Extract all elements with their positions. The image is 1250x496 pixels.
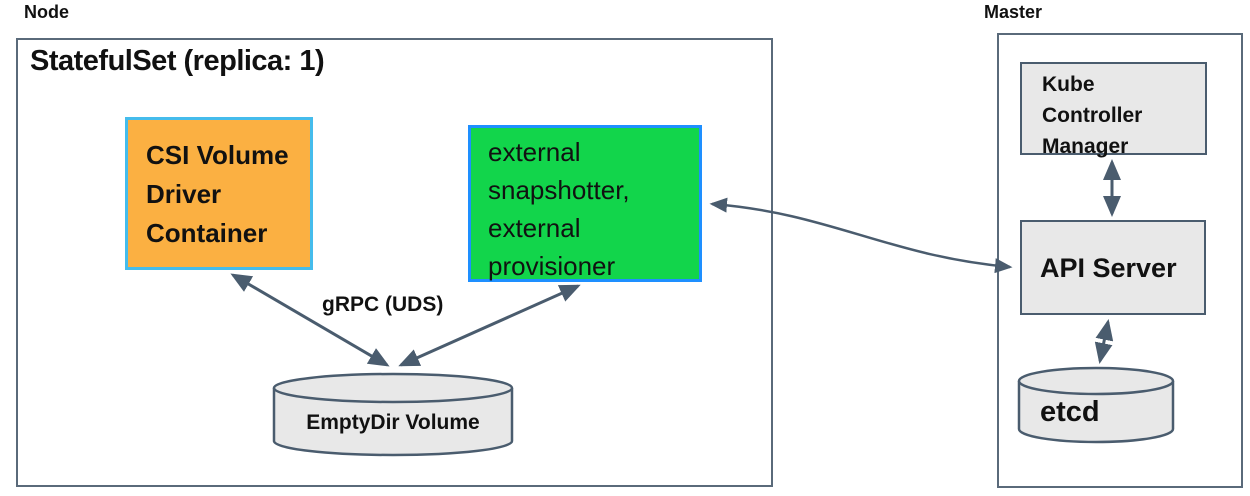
csi-driver-box: CSI Volume Driver Container	[125, 117, 313, 270]
api-server-label: API Server	[1040, 253, 1177, 283]
sidecar-label-line: snapshotter,	[488, 175, 630, 205]
grpc-label: gRPC (UDS)	[322, 293, 444, 316]
sidecar-label-line: external	[488, 137, 581, 167]
csi-driver-label-line: CSI Volume	[146, 140, 289, 170]
sidecar-box: external snapshotter, external provision…	[468, 125, 702, 282]
node-group-label: Node	[24, 2, 69, 22]
csi-driver-label-line: Driver	[146, 179, 222, 209]
kube-controller-manager-box: Kube Controller Manager	[1020, 62, 1207, 158]
emptydir-label: EmptyDir Volume	[306, 411, 480, 434]
kcm-label-line: Kube	[1042, 73, 1095, 96]
sidecar-label-line: provisioner	[488, 251, 616, 281]
sidecar-label-line: external	[488, 213, 581, 243]
csi-driver-label-line: Container	[146, 218, 268, 248]
master-group-label: Master	[984, 2, 1043, 22]
api-server-box: API Server	[1020, 220, 1206, 315]
kcm-label-line: Manager	[1042, 135, 1129, 158]
kcm-label-line: Controller	[1042, 104, 1143, 127]
etcd-label: etcd	[1040, 396, 1100, 428]
statefulset-title: StatefulSet (replica: 1)	[30, 45, 325, 77]
